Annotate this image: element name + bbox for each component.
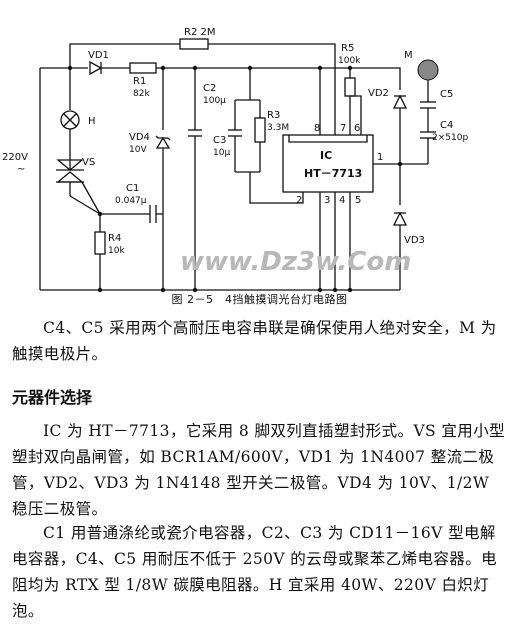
label-c2: C2 — [203, 83, 216, 94]
label-r4-val: 10k — [108, 246, 125, 256]
r5-resistor — [344, 68, 356, 97]
label-ac-symbol: ~ — [17, 164, 25, 175]
label-c3-val: 10μ — [213, 148, 230, 158]
label-r4: R4 — [108, 233, 121, 244]
vd4-zener — [155, 68, 171, 290]
pin-1: 1 — [377, 152, 383, 163]
right-side-network — [320, 59, 439, 290]
junction-dots — [67, 65, 403, 293]
circuit-diagram: R2 2M R5 100k M VD1 R1 82k C2 100μ VD2 C… — [2, 27, 468, 293]
label-c1-val: 0.047μ — [115, 196, 147, 206]
label-r5: R5 — [341, 43, 354, 54]
section-heading: 元器件选择 — [12, 388, 93, 407]
label-vd1: VD1 — [88, 50, 109, 61]
label-m: M — [404, 50, 413, 61]
label-c2-val: 100μ — [203, 96, 226, 106]
pin-6: 6 — [354, 123, 360, 134]
watermark-text: www.Dz3w.Com — [180, 247, 411, 277]
r3-c3-network — [228, 68, 304, 204]
label-c4: C4 — [440, 120, 453, 131]
label-vs: VS — [82, 157, 95, 168]
label-ic-model: HT－7713 — [304, 167, 362, 180]
label-r5-val: 100k — [338, 56, 361, 66]
label-c3: C3 — [213, 135, 226, 146]
paragraph-safety: C4、C5 采用两个高耐压电容串联是确保使用人绝对安全，M 为触摸电极片。 — [12, 319, 497, 363]
label-r2: R2 2M — [184, 27, 215, 38]
label-r1-val: 82k — [133, 89, 150, 99]
label-r3: R3 — [267, 110, 280, 121]
label-c5: C5 — [440, 89, 453, 100]
pin-5: 5 — [355, 195, 361, 206]
pin-7: 7 — [340, 123, 346, 134]
label-220v: 220V — [2, 152, 28, 163]
paragraph-components-caps: C1 用普通涤纶或瓷介电容器，C2、C3 为 CD11－16V 型电解电容器，C… — [12, 524, 498, 620]
bottom-left-wires — [39, 180, 163, 291]
paragraph-components-ic: IC 为 HT－7713，它采用 8 脚双列直插塑封形式。VS 宜用小型塑封双向… — [12, 422, 505, 518]
label-r3-val: 3.3M — [267, 123, 289, 133]
label-c4-val: 2×510p — [432, 133, 468, 143]
label-c1: C1 — [126, 183, 139, 194]
label-ic: IC — [320, 149, 332, 162]
label-vd3: VD3 — [404, 235, 425, 246]
pin-8: 8 — [314, 123, 320, 134]
pin-4: 4 — [339, 195, 345, 206]
figure-caption: 图 2－5 4挡触摸调光台灯电路图 — [171, 293, 348, 306]
triac-vs — [56, 159, 101, 215]
top-wire-r2 — [69, 38, 336, 135]
label-vd4-val: 10V — [129, 145, 147, 155]
label-vd2: VD2 — [368, 88, 389, 99]
vd1-r1-branch — [39, 60, 321, 180]
pin-2: 2 — [296, 195, 302, 206]
c2-capacitor — [188, 68, 202, 290]
ic-ht7713 — [163, 95, 400, 291]
label-r1: R1 — [133, 76, 146, 87]
label-h: H — [88, 116, 96, 127]
label-vd4: VD4 — [129, 132, 150, 143]
lamp-h — [60, 110, 80, 160]
pin-3: 3 — [324, 195, 330, 206]
